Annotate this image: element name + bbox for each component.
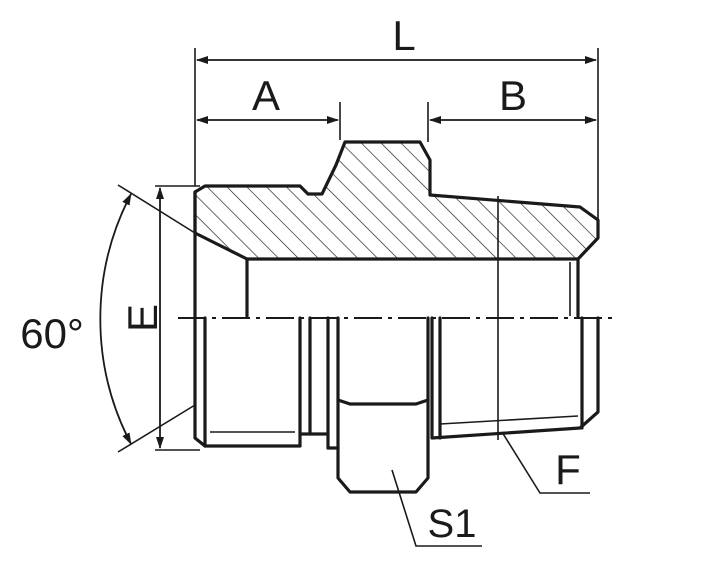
dimension-a: A [196, 72, 341, 140]
leader-f: F [497, 196, 590, 494]
label-f: F [555, 446, 581, 493]
bore [245, 257, 580, 318]
label-e: E [119, 304, 166, 332]
label-l: L [392, 12, 415, 59]
dimension-cone-angle: 60° [20, 184, 196, 453]
leader-s1: S1 [391, 469, 482, 547]
label-cone-angle: 60° [20, 310, 84, 357]
dimension-b: B [427, 72, 597, 142]
label-a: A [252, 72, 280, 119]
hatched-section [193, 140, 600, 261]
dimension-l: L [194, 12, 599, 220]
right-taper-end [430, 316, 600, 440]
label-s1: S1 [428, 502, 477, 546]
left-thread-end [193, 190, 330, 450]
label-b: B [499, 72, 527, 119]
hex-body [326, 316, 430, 494]
